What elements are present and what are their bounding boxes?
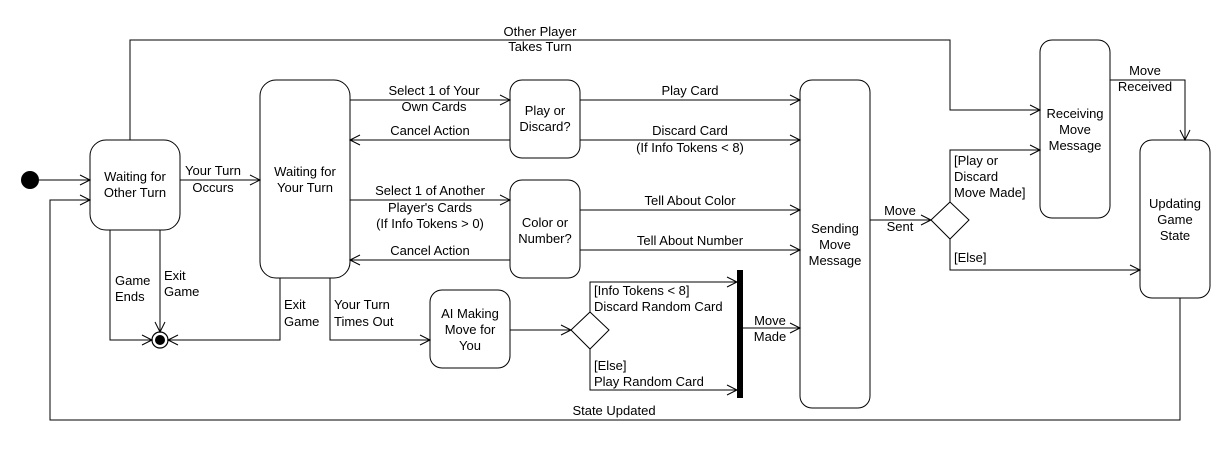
edge-state-updated [49, 194, 1181, 421]
join-bar [737, 270, 743, 398]
state-label: Play or [525, 103, 566, 118]
state-ai-making-move: AI Making Move for You [429, 289, 511, 369]
label-move-sent: Sent [887, 219, 914, 234]
label-your-turn-times-out: Times Out [334, 314, 394, 329]
label-your-turn-occurs: Your Turn [185, 163, 241, 178]
edge-else-right [949, 239, 1142, 276]
label-else-right: [Else] [954, 250, 987, 265]
label-exit-game-right: Game [284, 314, 319, 329]
state-label: Your Turn [277, 180, 333, 195]
state-label: Waiting for [104, 169, 166, 184]
label-move-made: Made [754, 329, 787, 344]
state-label: Receiving [1046, 106, 1103, 121]
edge-game-ends [109, 230, 154, 346]
label-play-discard-made: Discard [954, 169, 998, 184]
edge-move-received [1110, 79, 1191, 142]
state-label: Game [1157, 212, 1192, 227]
label-tell-number: Tell About Number [637, 233, 744, 248]
edge-tell-color [580, 204, 802, 216]
state-label: Updating [1149, 196, 1201, 211]
label-your-turn-times-out: Your Turn [334, 297, 390, 312]
edge-move-made [743, 322, 802, 334]
state-updating-game-state: Updating Game State [1139, 139, 1211, 299]
state-label: Move for [445, 322, 496, 337]
label-other-player-takes-turn: Other Player [504, 24, 578, 39]
label-discard-card: (If Info Tokens < 8) [636, 140, 744, 155]
edge-move-sent [870, 214, 933, 226]
state-label: Waiting for [274, 164, 336, 179]
state-label: Color or [522, 215, 569, 230]
state-waiting-for-your-turn: Waiting for Your Turn [259, 79, 351, 279]
edge-cancel-action-bottom [348, 254, 510, 266]
label-move-received: Move [1129, 63, 1161, 78]
state-label: Message [809, 253, 862, 268]
edge-cancel-action-top [348, 134, 510, 146]
label-game-ends: Ends [115, 289, 145, 304]
label-info-tokens-discard: [Info Tokens < 8] [594, 283, 690, 298]
label-play-discard-made: [Play or [954, 153, 999, 168]
label-play-discard-made: Move Made] [954, 185, 1026, 200]
label-else-play-random: [Else] [594, 358, 627, 373]
edge-exit-game-right [166, 278, 281, 346]
edge-select-own-cards [350, 94, 512, 106]
edge-discard-card [580, 134, 802, 146]
label-exit-game-left: Exit [164, 268, 186, 283]
label-else-play-random: Play Random Card [594, 374, 704, 389]
label-exit-game-left: Game [164, 284, 199, 299]
state-sending-move-message: Sending Move Message [799, 79, 871, 409]
label-tell-color: Tell About Color [644, 193, 736, 208]
label-info-tokens-discard: Discard Random Card [594, 299, 723, 314]
state-label: Message [1049, 138, 1102, 153]
state-label: Move [1059, 122, 1091, 137]
edge-select-other-cards [350, 194, 512, 206]
state-play-or-discard: Play or Discard? [509, 79, 581, 159]
state-label: AI Making [441, 306, 499, 321]
label-discard-card: Discard Card [652, 123, 728, 138]
edge-play-discard-made [949, 144, 1042, 202]
state-label: State [1160, 228, 1190, 243]
label-game-ends: Game [115, 273, 150, 288]
label-select-other-cards: Select 1 of Another [375, 183, 486, 198]
label-move-received: Received [1118, 79, 1172, 94]
state-label: Sending [811, 221, 859, 236]
edge-initial-to-waiting-other [39, 174, 92, 186]
edge-your-turn-times-out [329, 278, 432, 346]
edge-discard-random [589, 276, 739, 312]
label-play-card: Play Card [661, 83, 718, 98]
label-move-made: Move [754, 313, 786, 328]
state-label: Discard? [519, 119, 570, 134]
final-state [151, 331, 169, 349]
edge-play-random [589, 349, 739, 396]
label-your-turn-occurs: Occurs [192, 180, 234, 195]
edge-play-card [580, 94, 802, 106]
edge-exit-game-left [154, 230, 166, 334]
edge-other-player-takes-turn [129, 39, 1042, 140]
label-select-other-cards: Player's Cards [388, 200, 473, 215]
initial-state [21, 171, 39, 189]
decision-node-ai [570, 311, 610, 350]
label-select-own-cards: Own Cards [401, 99, 467, 114]
state-label: You [459, 338, 481, 353]
state-label: Move [819, 237, 851, 252]
label-state-updated: State Updated [572, 403, 655, 418]
label-select-own-cards: Select 1 of Your [388, 83, 480, 98]
label-exit-game-right: Exit [284, 297, 306, 312]
label-other-player-takes-turn: Takes Turn [508, 39, 572, 54]
edge-ai-to-decision [510, 324, 573, 336]
state-label: Number? [518, 231, 571, 246]
edge-your-turn-occurs [180, 174, 262, 186]
label-cancel-action-bottom: Cancel Action [390, 243, 470, 258]
state-waiting-for-other-turn: Waiting for Other Turn [89, 139, 181, 231]
label-cancel-action-top: Cancel Action [390, 123, 470, 138]
state-receiving-move-message: Receiving Move Message [1039, 39, 1111, 219]
label-move-sent: Move [884, 203, 916, 218]
decision-node-move-sent [930, 201, 970, 240]
state-label: Other Turn [104, 185, 166, 200]
edge-tell-number [580, 244, 802, 256]
label-select-other-cards: (If Info Tokens > 0) [376, 216, 484, 231]
state-color-or-number: Color or Number? [509, 179, 581, 279]
